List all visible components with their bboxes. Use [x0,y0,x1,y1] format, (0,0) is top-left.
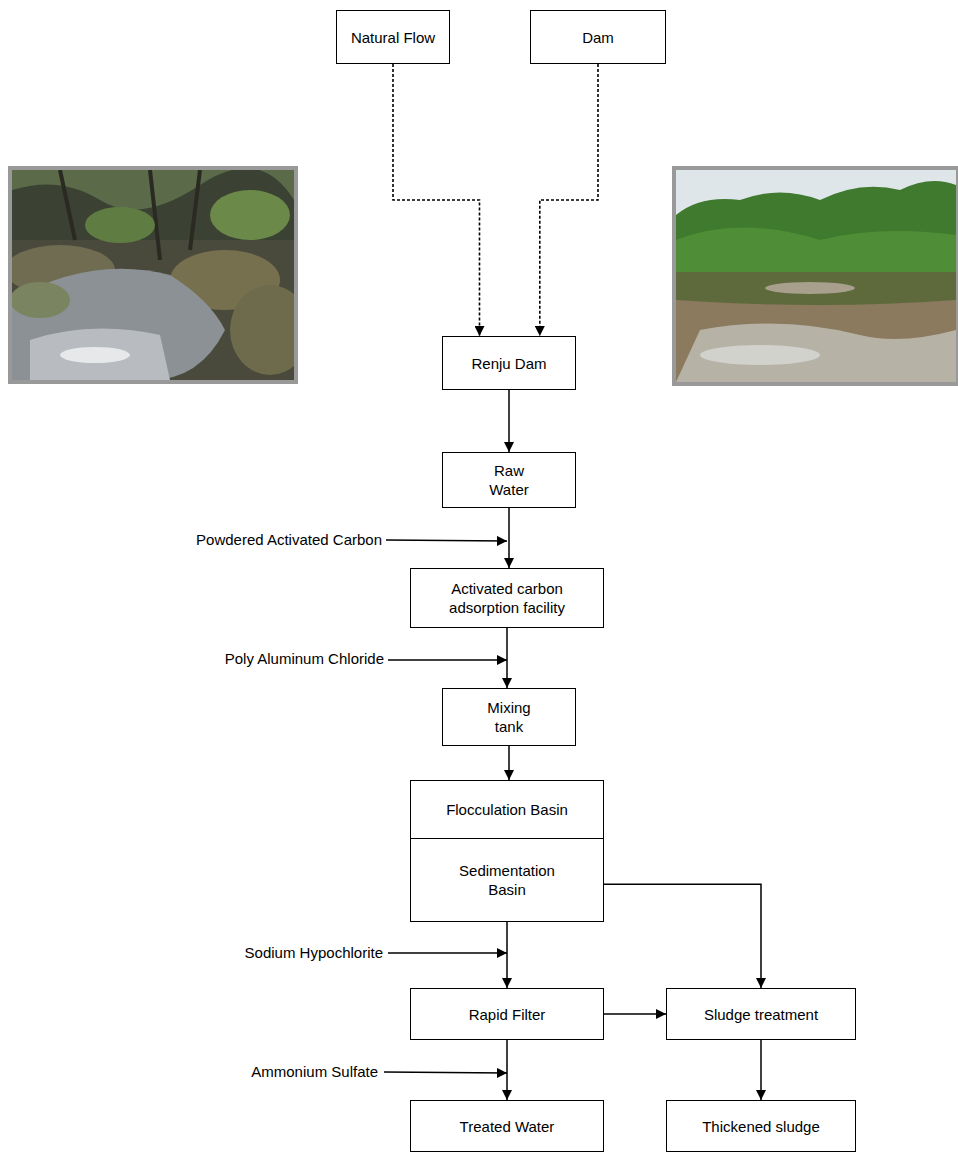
box-text: Mixing tank [479,698,539,736]
dosing-arrow [388,659,507,661]
reservoir-photo [676,170,956,382]
flow-arrow [604,1013,666,1015]
chemical-label: Ammonium Sulfate [250,1062,379,1081]
flow-arrow [508,508,510,568]
box-text: Thickened sludge [702,1117,820,1136]
process-box: Flocculation Basin [410,780,604,839]
box-text: Sedimentation Basin [447,861,567,899]
process-box: Activated carbon adsorption facility [410,568,604,628]
chemical-label: Sodium Hypochlorite [244,943,384,962]
dashed-flow-arrow [393,64,480,336]
process-box: Sludge treatment [666,988,856,1040]
process-box: Raw Water [442,452,576,508]
process-box: Sedimentation Basin [410,838,604,922]
process-box: Thickened sludge [666,1100,856,1152]
dashed-flow-arrow [540,64,598,336]
box-text: Flocculation Basin [446,800,568,819]
flow-arrow [506,628,508,688]
box-text: Treated Water [460,1117,555,1136]
flow-arrow [760,1040,762,1100]
process-box: Rapid Filter [410,988,604,1040]
flow-arrow [604,884,761,988]
box-text: Raw Water [479,461,539,499]
chemical-label: Powdered Activated Carbon [195,530,383,549]
flow-arrow [508,390,510,452]
box-text: Renju Dam [471,354,546,373]
process-box: Dam [530,10,666,64]
dosing-arrow [388,952,507,954]
dosing-arrow [384,1072,507,1073]
flow-arrow [506,922,508,988]
dosing-arrow [386,540,507,541]
process-box: Treated Water [410,1100,604,1152]
box-text: Dam [582,28,614,47]
box-text: Natural Flow [351,28,435,47]
process-box: Mixing tank [442,688,576,746]
box-text: Rapid Filter [469,1005,546,1024]
process-box: Natural Flow [336,10,450,64]
flow-arrow [506,1040,508,1100]
box-text: Activated carbon adsorption facility [422,579,592,617]
stream-photo [12,170,294,380]
process-box: Renju Dam [442,336,576,390]
chemical-label: Poly Aluminum Chloride [224,649,385,668]
flow-arrow [508,746,510,780]
box-text: Sludge treatment [704,1005,818,1024]
